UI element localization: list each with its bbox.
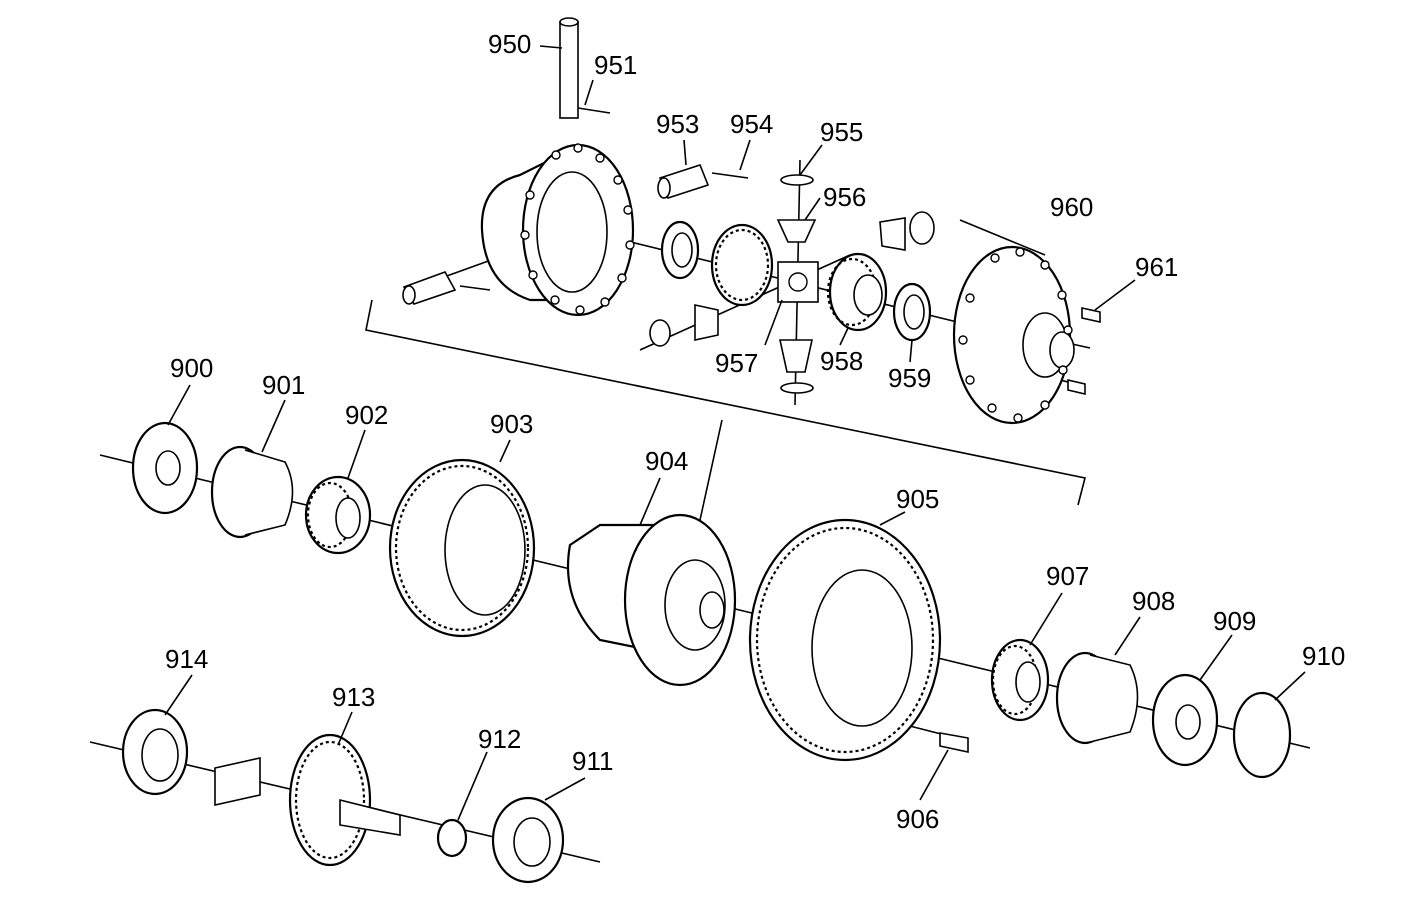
selective-shim [1151,673,1219,767]
callout-labels: 950 951 953 954 955 956 960 961 957 958 … [165,29,1345,834]
snap-ring [1232,691,1292,779]
callout-907: 907 [1046,561,1089,591]
callout-910: 910 [1302,641,1345,671]
tapered-bearing-right [990,638,1050,722]
callout-957: 957 [715,348,758,378]
callout-960: 960 [1050,192,1093,222]
ring-gear-bolt [939,732,969,753]
leader-lines [164,45,1306,821]
callout-906: 906 [896,804,939,834]
callout-900: 900 [170,353,213,383]
callout-901: 901 [262,370,305,400]
thrust-washer-right [892,282,932,342]
callout-954: 954 [730,109,773,139]
o-ring [436,818,468,858]
ball-bearing [491,796,565,884]
cover-bolt-holes [958,247,1073,423]
callout-912: 912 [478,724,521,754]
callout-959: 959 [888,363,931,393]
callout-909: 909 [1213,606,1256,636]
bearing-race [210,445,294,539]
tapered-bearing-left [304,475,372,555]
differential-cover [952,245,1075,425]
callout-961: 961 [1135,252,1178,282]
side-gear-right [826,252,888,332]
callout-950: 950 [488,29,531,59]
callout-953: 953 [656,109,699,139]
pinion-gear-left [649,304,719,347]
side-gear-left [710,223,774,307]
callout-958: 958 [820,346,863,376]
lock-pin [711,172,749,179]
park-gear [388,458,536,638]
callout-905: 905 [896,484,939,514]
callout-913: 913 [332,682,375,712]
flange-bolt-holes [520,143,635,315]
callout-908: 908 [1132,586,1175,616]
callout-914: 914 [165,644,208,674]
group-bracket [365,299,1086,521]
callout-911: 911 [572,746,613,776]
callout-902: 902 [345,400,388,430]
output-gear-shaft [214,733,401,867]
thrust-washer-left [660,220,700,280]
pinion-shaft-lower [402,271,491,305]
differential-case [566,513,737,687]
ring-gear [748,518,942,762]
roll-pin [577,107,611,114]
differential-case-half [480,143,635,317]
cross-shaft-block [777,261,819,303]
callout-904: 904 [645,446,688,476]
cover-bolts [1067,307,1101,396]
pinion-shaft [559,17,579,119]
callout-956: 956 [823,182,866,212]
pinion-shaft-short [657,164,710,199]
callout-951: 951 [594,50,637,80]
pinion-gear-bottom [779,339,814,394]
pinion-gear-right [879,211,935,251]
callout-903: 903 [490,409,533,439]
shim [131,421,199,515]
callout-955: 955 [820,117,863,147]
outer-race [1055,651,1139,745]
seal [121,708,189,796]
pinion-gear-top [776,174,817,243]
